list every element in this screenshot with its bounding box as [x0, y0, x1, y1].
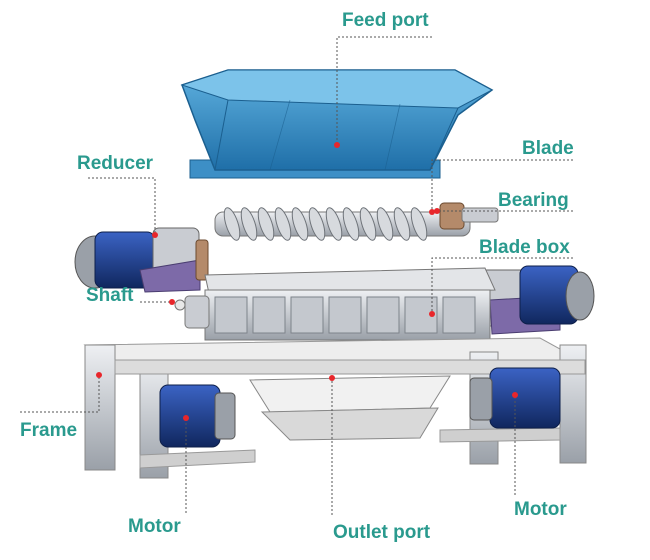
blade-box-panel	[442, 296, 476, 334]
dot-blade	[429, 209, 435, 215]
hopper	[180, 69, 494, 179]
dot-feed-port	[334, 142, 340, 148]
leader-reducer	[88, 177, 156, 235]
bottom-left-motor	[159, 384, 236, 448]
blade-box-panel	[252, 296, 286, 334]
blade-box-panel	[328, 296, 362, 334]
label-blade: Blade	[522, 138, 574, 159]
label-outlet-port: Outlet port	[333, 522, 431, 543]
dot-outlet-port	[329, 375, 335, 381]
label-frame: Frame	[20, 420, 78, 441]
leader-lines	[20, 36, 573, 515]
blade-box-panel	[366, 296, 400, 334]
leader-blade-box	[431, 257, 573, 314]
dot-reducer	[152, 232, 158, 238]
dot-frame	[96, 372, 102, 378]
blade-tooth	[308, 207, 326, 241]
blade-tooth	[342, 207, 360, 241]
blade-teeth	[223, 207, 428, 241]
blade-tooth	[223, 207, 241, 241]
label-feed-port: Feed port	[342, 10, 429, 31]
label-reducer: Reducer	[77, 153, 154, 174]
right-motor-reducer	[479, 265, 595, 335]
label-motor-right: Motor	[514, 499, 567, 520]
blade-box-panel	[290, 296, 324, 334]
dot-motor-left	[183, 415, 189, 421]
dot-bearing	[434, 208, 440, 214]
marker-dots	[96, 142, 518, 421]
blade-box-panels	[214, 296, 476, 334]
blade-tooth	[325, 207, 343, 241]
blade-box-panel	[214, 296, 248, 334]
blade-shaft	[214, 202, 499, 241]
dot-blade-box	[429, 311, 435, 317]
left-motor-reducer	[74, 227, 209, 293]
outlet-port	[249, 375, 451, 441]
label-shaft: Shaft	[86, 285, 134, 306]
blade-tooth	[359, 207, 377, 241]
label-motor-left: Motor	[128, 516, 181, 537]
bottom-right-motor	[469, 367, 561, 429]
blade-box	[174, 267, 496, 341]
label-bearing: Bearing	[498, 190, 569, 211]
blade-tooth	[410, 207, 428, 241]
blade-tooth	[274, 207, 292, 241]
label-blade-box: Blade box	[479, 237, 570, 258]
blade-tooth	[240, 207, 258, 241]
blade-tooth	[393, 207, 411, 241]
blade-tooth	[291, 207, 309, 241]
blade-tooth	[257, 207, 275, 241]
blade-tooth	[376, 207, 394, 241]
dot-motor-right	[512, 392, 518, 398]
leader-blade	[431, 159, 573, 212]
dot-shaft	[169, 299, 175, 305]
